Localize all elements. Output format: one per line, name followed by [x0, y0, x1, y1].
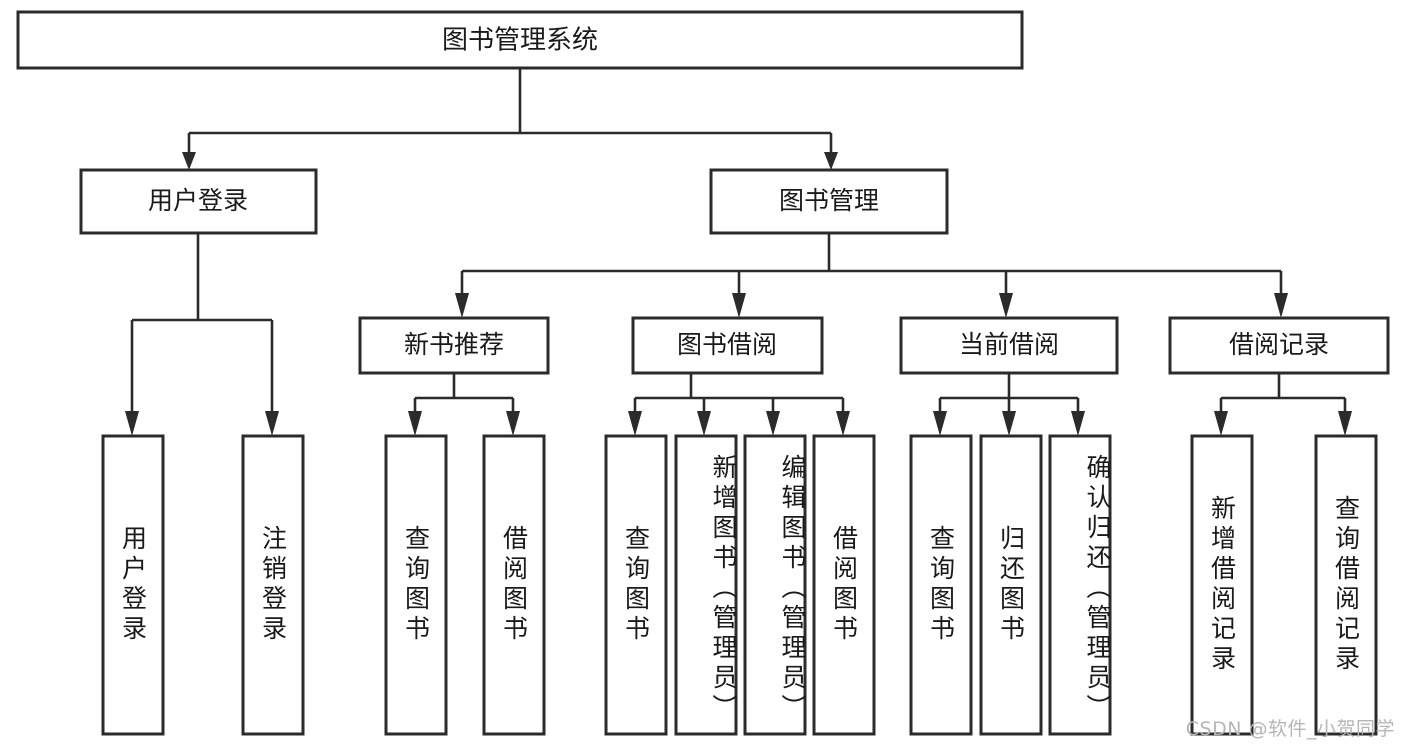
- arrow-borrow-l4: [836, 411, 850, 436]
- node-new-book-recommend-label: 新书推荐: [404, 330, 504, 359]
- node-borrow-record-label: 借阅记录: [1229, 330, 1329, 359]
- edge-group: [125, 68, 1352, 436]
- node-user-login[interactable]: 用户登录: [79, 168, 318, 235]
- node-user-login-label: 用户登录: [148, 186, 248, 215]
- node-book-borrow-label: 图书借阅: [677, 330, 777, 359]
- leaf-box-return-book[interactable]: [979, 434, 1043, 736]
- arrow-bookmgmt-c3: [999, 293, 1013, 318]
- arrow-newbook-l1: [408, 411, 422, 436]
- arrow-borrow-l3: [766, 411, 780, 436]
- arrow-root-to-bookmgmt: [824, 152, 838, 170]
- arrow-record-l1: [1214, 411, 1228, 436]
- arrow-borrow-l1: [628, 411, 642, 436]
- arrow-userlogin-c2: [265, 411, 279, 436]
- leaf-box-edit-book-admin[interactable]: [743, 434, 807, 736]
- csdn-watermark: CSDN @软件_小贺同学: [1185, 718, 1395, 740]
- leaf-box-query-book-current[interactable]: [909, 434, 973, 736]
- node-book-borrow-box[interactable]: [631, 316, 824, 375]
- arrow-userlogin-c1: [125, 411, 139, 436]
- leaf-box-borrow-book-recommend[interactable]: [482, 434, 546, 736]
- arrow-newbook-l2: [506, 411, 520, 436]
- node-borrow-record[interactable]: 借阅记录: [1168, 316, 1390, 375]
- arrow-bookmgmt-c2: [732, 293, 746, 318]
- node-current-borrow[interactable]: 当前借阅: [899, 316, 1119, 375]
- leaf-box-query-borrow-record[interactable]: [1314, 434, 1378, 736]
- node-user-login-box[interactable]: [79, 168, 318, 235]
- arrow-root-to-userlogin: [182, 152, 196, 170]
- leaf-box-user-login[interactable]: [101, 434, 165, 736]
- arrow-borrow-l2: [697, 411, 711, 436]
- node-current-borrow-box[interactable]: [899, 316, 1119, 375]
- leaf-box-confirm-return-admin[interactable]: [1048, 434, 1112, 736]
- leaf-box-query-book-borrow[interactable]: [604, 434, 668, 736]
- arrow-bookmgmt-c4: [1274, 293, 1288, 318]
- leaf-box-borrow-book[interactable]: [812, 434, 876, 736]
- leaf-box-add-book-admin[interactable]: [674, 434, 738, 736]
- node-root-label: 图书管理系统: [442, 26, 598, 56]
- node-book-borrow[interactable]: 图书借阅: [631, 316, 824, 375]
- node-book-management[interactable]: 图书管理: [709, 168, 949, 235]
- node-borrow-record-box[interactable]: [1168, 316, 1390, 375]
- node-root-box[interactable]: [16, 10, 1024, 70]
- arrow-current-l3: [1071, 411, 1085, 436]
- arrow-bookmgmt-c1: [455, 293, 469, 318]
- node-root-book-management-system[interactable]: 图书管理系统: [16, 10, 1024, 70]
- node-new-book-recommend[interactable]: 新书推荐: [358, 316, 550, 375]
- node-current-borrow-label: 当前借阅: [959, 330, 1059, 359]
- node-book-management-box[interactable]: [709, 168, 949, 235]
- arrow-record-l2: [1338, 411, 1352, 436]
- leaf-box-group: [101, 434, 1378, 736]
- node-book-management-label: 图书管理: [779, 186, 879, 215]
- leaf-box-add-borrow-record[interactable]: [1190, 434, 1254, 736]
- leaf-box-logout-login[interactable]: [241, 434, 305, 736]
- arrow-current-l1: [933, 411, 947, 436]
- leaf-box-query-book-recommend[interactable]: [384, 434, 448, 736]
- node-new-book-recommend-box[interactable]: [358, 316, 550, 375]
- arrow-current-l2: [1002, 411, 1016, 436]
